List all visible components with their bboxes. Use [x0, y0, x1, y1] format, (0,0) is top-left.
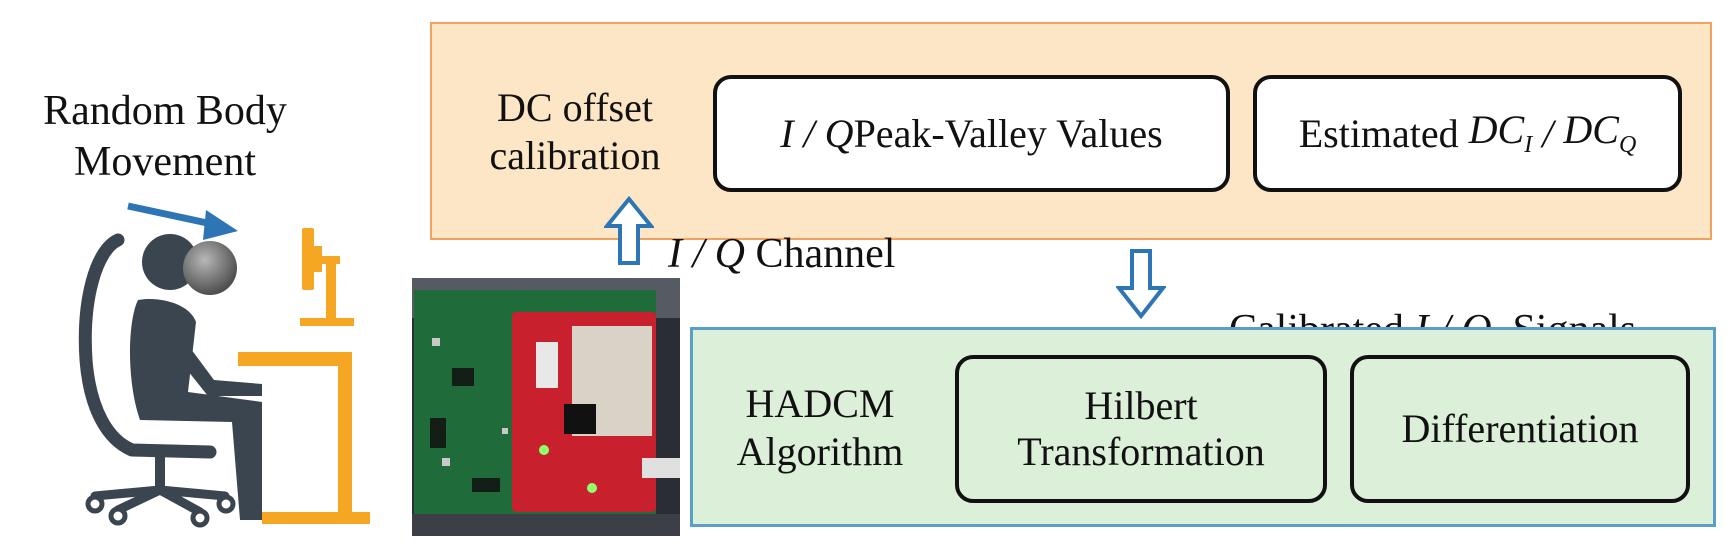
hilbert-line1: Hilbert [1084, 383, 1198, 428]
person-illustration [78, 202, 370, 528]
head-turned-icon [183, 241, 237, 295]
dc-separator: / [1532, 110, 1564, 156]
person-seated-icon [130, 234, 262, 520]
movement-caption: Random Body Movement [20, 86, 310, 188]
peak-valley-text: Peak-Valley Values [853, 110, 1163, 156]
iq-symbol: I / Q [780, 110, 854, 156]
dc-offset-label-line2: calibration [489, 133, 661, 178]
estimated-text: Estimated [1298, 110, 1469, 156]
hadcm-label: HADCM Algorithm [705, 380, 935, 476]
up-arrow-icon [604, 196, 654, 265]
motion-arrow-icon [127, 202, 238, 240]
dc-i-symbol: DCI [1468, 107, 1533, 159]
iq-channel-text: Channel [745, 231, 896, 277]
caption-line2: Movement [74, 139, 256, 186]
iq-channel-symbol: I / Q [668, 231, 745, 277]
estimated-dc-box: Estimated DCI / DCQ [1253, 75, 1682, 192]
hilbert-line2: Transformation [1017, 429, 1265, 474]
radar-board-photo [412, 278, 680, 536]
differentiation-box: Differentiation [1350, 355, 1690, 503]
hilbert-box: Hilbert Transformation [955, 355, 1327, 503]
peak-valley-box: I / Q Peak-Valley Values [713, 75, 1230, 192]
radar-board-illustration [412, 278, 680, 536]
hadcm-label-line2: Algorithm [736, 429, 904, 474]
dc-offset-label: DC offset calibration [455, 84, 695, 180]
chair-wheels-icon [85, 494, 236, 528]
dc-offset-label-line1: DC offset [497, 85, 653, 130]
office-chair-icon [78, 233, 230, 517]
desk-monitor-icon [238, 228, 370, 524]
differentiation-text: Differentiation [1401, 406, 1639, 451]
down-arrow-icon [1116, 249, 1166, 320]
dc-q-symbol: DCQ [1563, 107, 1637, 159]
caption-line1: Random Body [43, 88, 287, 134]
hadcm-label-line1: HADCM [745, 381, 895, 426]
iq-channel-label: I / Q Channel [668, 230, 895, 278]
